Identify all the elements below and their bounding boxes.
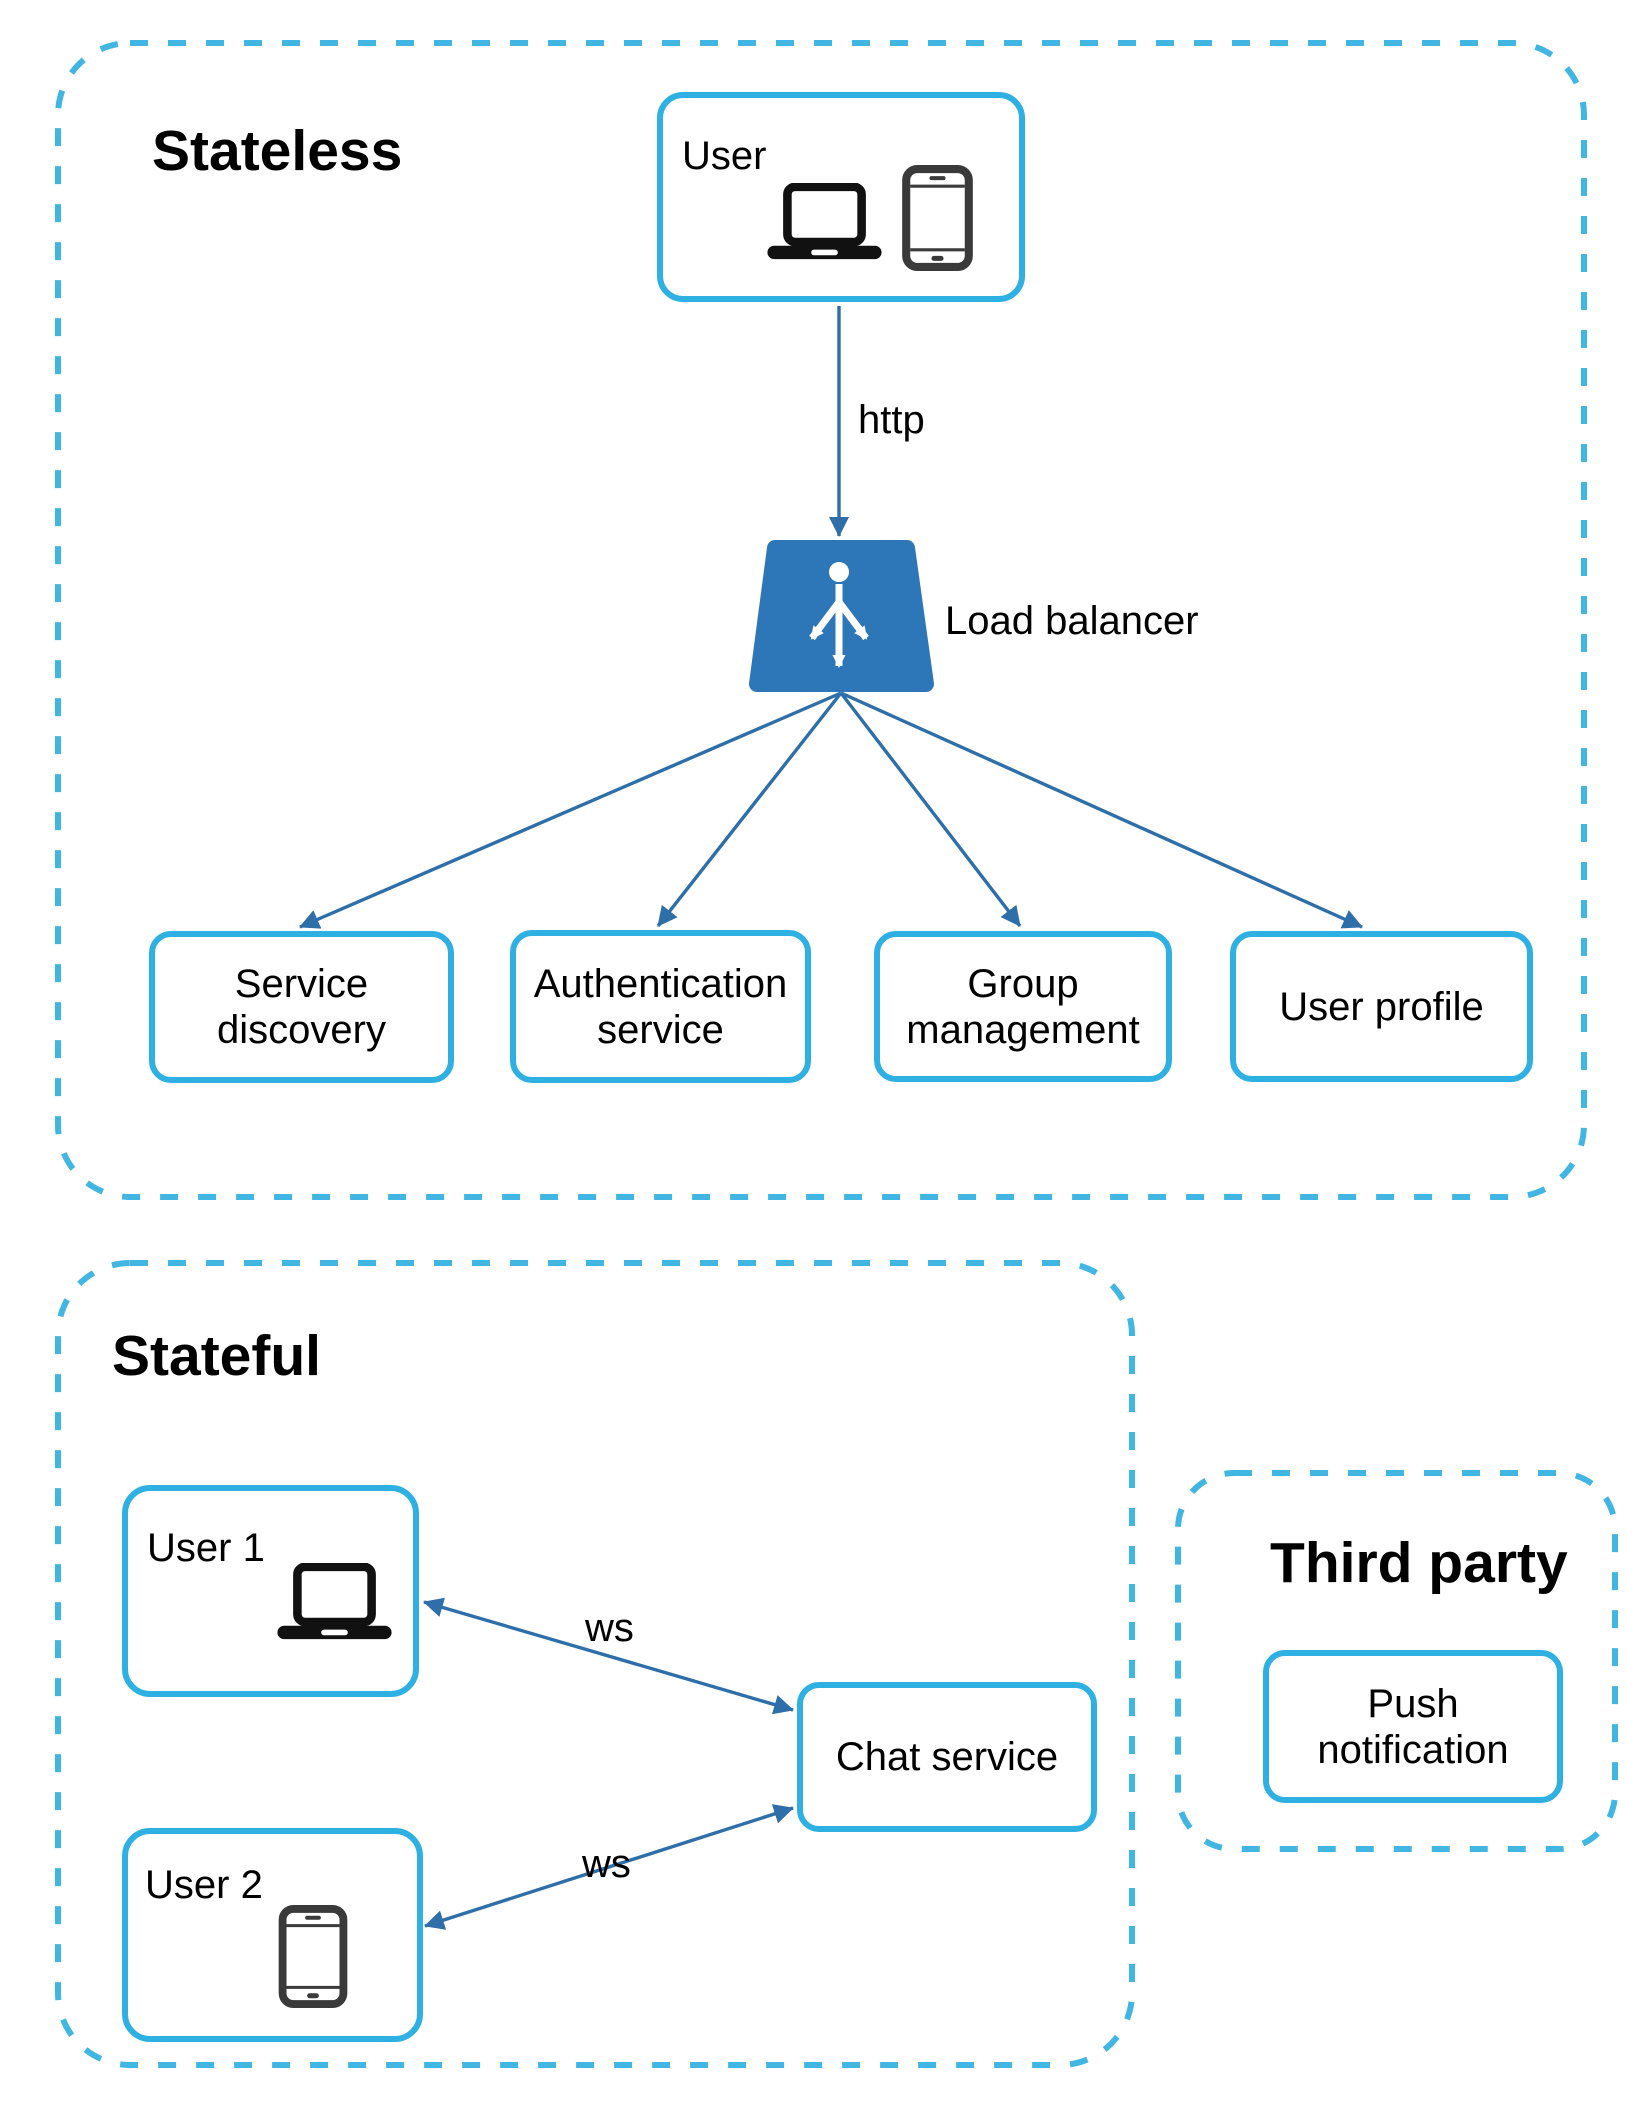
smartphone-icon [278, 1905, 348, 2008]
user-node-label: User [682, 134, 767, 178]
chat-service-node: Chat service [797, 1682, 1097, 1832]
load-balancer-icon [749, 540, 934, 692]
group-management-node: Group management [874, 931, 1172, 1082]
stateless-section-title: Stateless [152, 119, 403, 183]
edge-user2-to-chat [424, 1804, 794, 1930]
stateful-section-border [55, 1260, 1135, 2068]
edge-lb-to-group-management [839, 691, 1022, 928]
push-notification-label: Push notification [1317, 1681, 1509, 1772]
authentication-service-label: Authentication service [533, 961, 788, 1052]
authentication-service-node: Authentication service [510, 930, 811, 1083]
laptop-icon [277, 1563, 392, 1640]
load-balancer-glyph-right-arrow [836, 599, 869, 641]
edge-ws-user1-label: ws [585, 1606, 634, 1650]
service-discovery-label: Service discovery [217, 962, 386, 1052]
edge-http-label: http [858, 398, 925, 442]
laptop-icon [767, 183, 882, 260]
edge-lb-to-authentication [656, 691, 843, 928]
stateful-section-title: Stateful [112, 1324, 322, 1388]
user2-node-label: User 2 [145, 1863, 263, 1907]
user2-node [122, 1828, 423, 2042]
load-balancer-glyph-head [829, 562, 849, 582]
edge-ws-user2-label: ws [582, 1842, 631, 1886]
smartphone-icon [902, 165, 973, 271]
user-profile-label: User profile [1279, 984, 1484, 1029]
edge-lb-to-service-discovery [299, 691, 842, 929]
group-management-label: Group management [906, 961, 1140, 1052]
user1-node-label: User 1 [147, 1526, 265, 1570]
service-discovery-node: Service discovery [149, 931, 454, 1083]
third-party-section-title: Third party [1270, 1531, 1568, 1595]
chat-service-label: Chat service [835, 1735, 1059, 1779]
push-notification-node: Push notification [1263, 1650, 1563, 1803]
user-profile-node: User profile [1230, 931, 1533, 1082]
edge-user1-to-chat [423, 1597, 794, 1715]
load-balancer-glyph-left-arrow [809, 599, 842, 641]
edge-lb-to-user-profile [840, 691, 1363, 929]
load-balancer-label: Load balancer [945, 599, 1199, 643]
stateless-section-border [55, 40, 1587, 1200]
third-party-section-border [1175, 1470, 1618, 1852]
